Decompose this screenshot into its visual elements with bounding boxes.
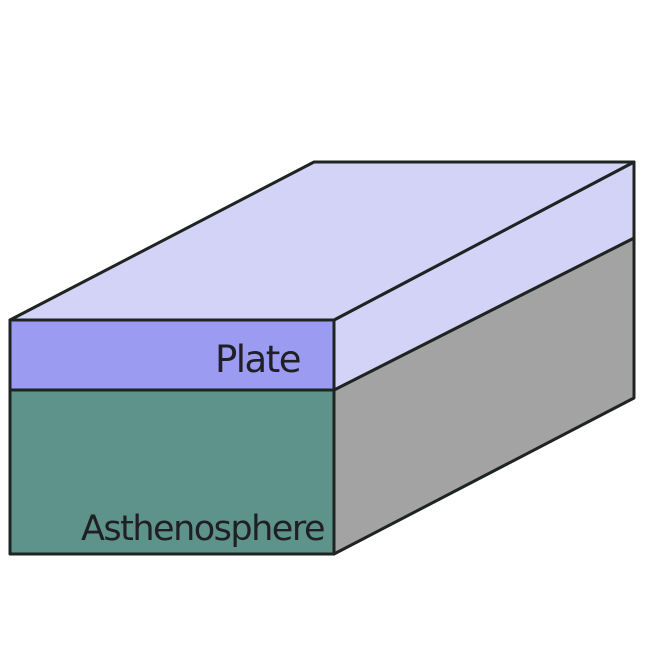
asthenosphere-front-face	[8, 388, 336, 556]
plate-label: Plate	[215, 338, 300, 381]
asthenosphere-label: Asthenosphere	[81, 509, 324, 549]
block-outline-group	[8, 160, 636, 556]
